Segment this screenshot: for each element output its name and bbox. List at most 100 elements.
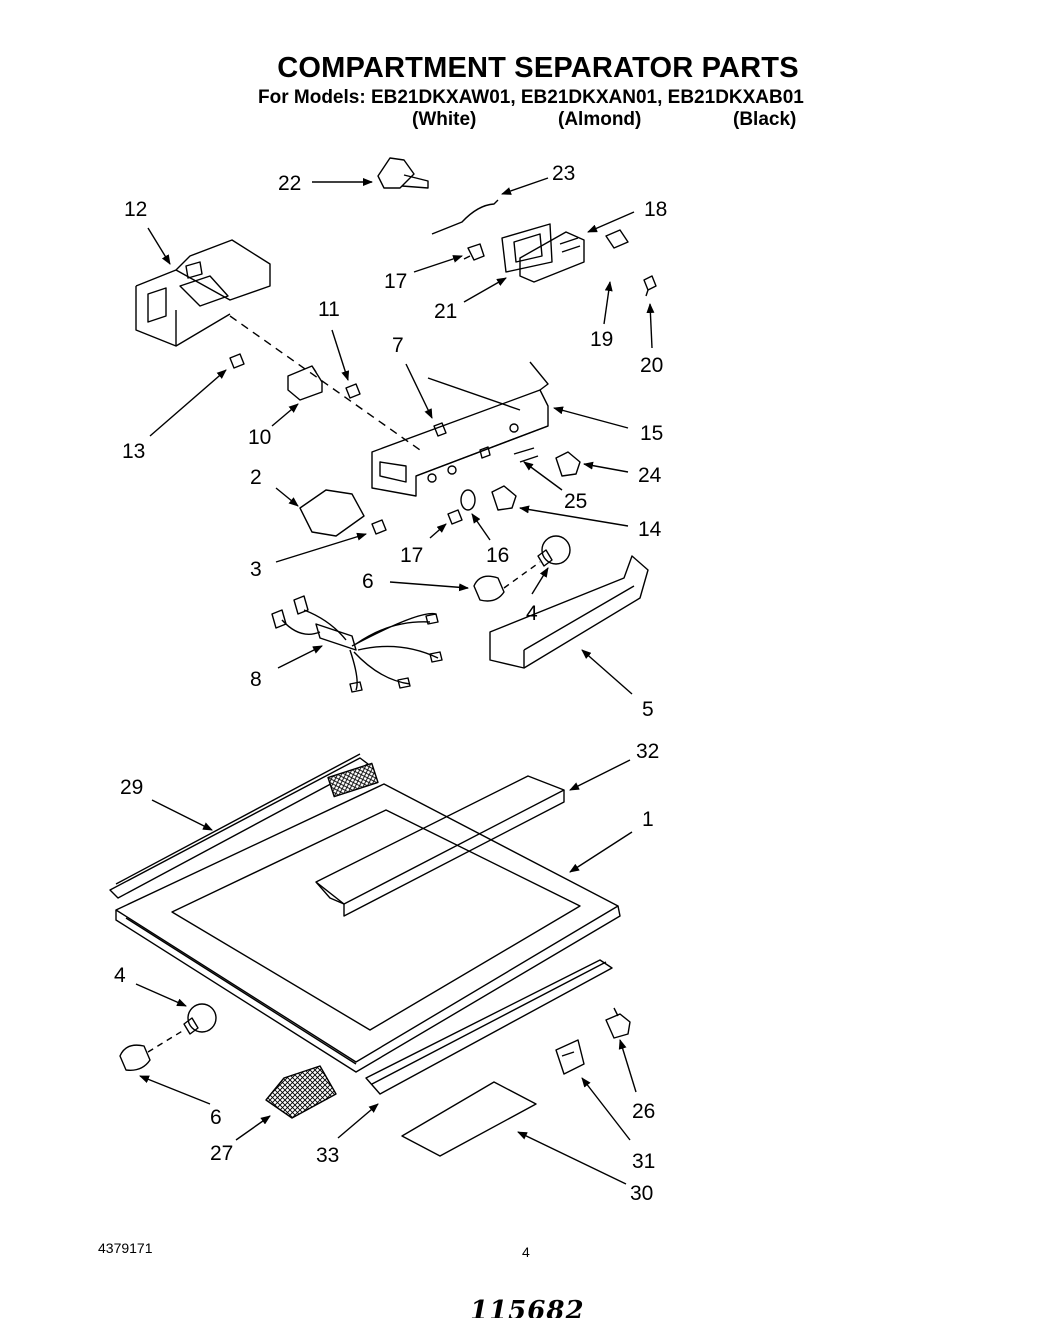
callout-25: 25 bbox=[564, 490, 587, 513]
callout-21: 21 bbox=[434, 300, 457, 323]
callout-14: 14 bbox=[638, 518, 662, 541]
leader-23 bbox=[501, 177, 549, 195]
part-13-screw bbox=[229, 353, 245, 369]
leader-3 bbox=[275, 532, 367, 563]
leader-12 bbox=[147, 227, 171, 265]
part-16-grommet bbox=[460, 489, 476, 511]
callout-17a: 17 bbox=[384, 270, 407, 293]
part-15-bracket bbox=[371, 361, 549, 497]
part-23-wire bbox=[431, 199, 499, 235]
callout-29: 29 bbox=[120, 776, 143, 799]
leader-29 bbox=[151, 799, 213, 831]
models-line: For Models: EB21DKXAW01, EB21DKXAN01, EB… bbox=[258, 87, 804, 108]
part-17-screw-mid bbox=[447, 509, 463, 525]
dashed-bulb-leader bbox=[503, 561, 541, 589]
callout-26: 26 bbox=[632, 1100, 655, 1123]
leader-13 bbox=[149, 369, 227, 437]
callout-7: 7 bbox=[392, 334, 404, 357]
callout-33: 33 bbox=[316, 1144, 339, 1167]
part-11-screw bbox=[345, 383, 361, 399]
part-22-control-shaft bbox=[377, 157, 429, 189]
page-number: 4 bbox=[522, 1244, 530, 1260]
leader-7 bbox=[405, 363, 433, 419]
leader-24 bbox=[583, 461, 629, 473]
leader-27 bbox=[235, 1115, 271, 1141]
part-4-bulb-top bbox=[537, 535, 571, 567]
leader-25 bbox=[523, 461, 563, 491]
callout-22: 22 bbox=[278, 172, 301, 195]
part-1-separator-panel bbox=[115, 783, 621, 1073]
callout-5: 5 bbox=[642, 698, 654, 721]
vent-grille bbox=[327, 762, 379, 798]
part-5-trim bbox=[489, 555, 649, 669]
callout-19: 19 bbox=[590, 328, 613, 351]
callout-10: 10 bbox=[248, 426, 271, 449]
leader-8 bbox=[277, 645, 323, 669]
part-4-bulb-lower bbox=[183, 1003, 217, 1035]
part-33-rail bbox=[365, 959, 613, 1095]
leader-32 bbox=[569, 759, 631, 791]
leader-4b bbox=[135, 983, 187, 1007]
callout-20: 20 bbox=[640, 354, 663, 377]
leader-21 bbox=[463, 277, 507, 303]
part-26-fastener bbox=[605, 1007, 631, 1039]
color-black: (Black) bbox=[733, 109, 797, 130]
leader-10 bbox=[271, 403, 299, 427]
leader-33 bbox=[337, 1103, 379, 1139]
leader-19 bbox=[603, 281, 613, 325]
leader-31 bbox=[581, 1077, 631, 1141]
callout-17b: 17 bbox=[400, 544, 423, 567]
page-title: COMPARTMENT SEPARATOR PARTS bbox=[277, 52, 799, 84]
callout-11: 11 bbox=[318, 298, 340, 321]
leader-6a bbox=[389, 581, 469, 592]
part-3-screw bbox=[371, 519, 387, 535]
callout-8: 8 bbox=[250, 668, 262, 691]
leader-18 bbox=[587, 211, 635, 233]
part-17-screw-top bbox=[463, 243, 485, 261]
dashed-leader bbox=[229, 315, 421, 451]
callout-4a: 4 bbox=[526, 602, 538, 625]
leader-16 bbox=[471, 513, 491, 541]
leader-17b bbox=[429, 523, 447, 539]
callout-24: 24 bbox=[638, 464, 662, 487]
part-30-plate bbox=[401, 1081, 537, 1157]
callout-32: 32 bbox=[636, 740, 659, 763]
part-6-shield-top bbox=[473, 575, 505, 602]
part-8-wire-harness bbox=[271, 595, 443, 693]
part-27-filter bbox=[265, 1065, 337, 1119]
part-18-control-housing bbox=[501, 223, 585, 283]
callout-27: 27 bbox=[210, 1142, 233, 1165]
callout-3: 3 bbox=[250, 558, 262, 581]
part-24-socket bbox=[555, 451, 581, 477]
callout-4b: 4 bbox=[114, 964, 126, 987]
leader-11 bbox=[331, 329, 350, 381]
leader-1 bbox=[569, 831, 633, 873]
part-32-mullion bbox=[315, 775, 565, 917]
part-31-switch bbox=[555, 1039, 585, 1075]
leader-30 bbox=[517, 1131, 627, 1185]
callout-13: 13 bbox=[122, 440, 145, 463]
callout-30: 30 bbox=[630, 1182, 653, 1205]
color-almond: (Almond) bbox=[558, 109, 642, 130]
leader-17a bbox=[413, 255, 463, 273]
part-14-socket bbox=[491, 485, 517, 511]
leader-5 bbox=[581, 649, 633, 695]
callout-6a: 6 bbox=[362, 570, 374, 593]
callout-18: 18 bbox=[644, 198, 667, 221]
part-25-connector bbox=[513, 447, 539, 463]
dashed-bulb-leader-lower bbox=[147, 1029, 185, 1053]
part-2-cover bbox=[299, 489, 365, 537]
leader-20 bbox=[646, 303, 655, 349]
callout-2: 2 bbox=[250, 466, 262, 489]
handwritten-note: 115682 bbox=[470, 1296, 585, 1318]
callout-12: 12 bbox=[124, 198, 147, 221]
part-19-component bbox=[605, 229, 629, 249]
callout-15: 15 bbox=[640, 422, 663, 445]
leader-26 bbox=[618, 1039, 637, 1093]
leader-2 bbox=[275, 487, 299, 507]
leader-14 bbox=[519, 505, 629, 527]
leader-4a bbox=[531, 567, 549, 595]
part-12-housing bbox=[135, 239, 271, 347]
